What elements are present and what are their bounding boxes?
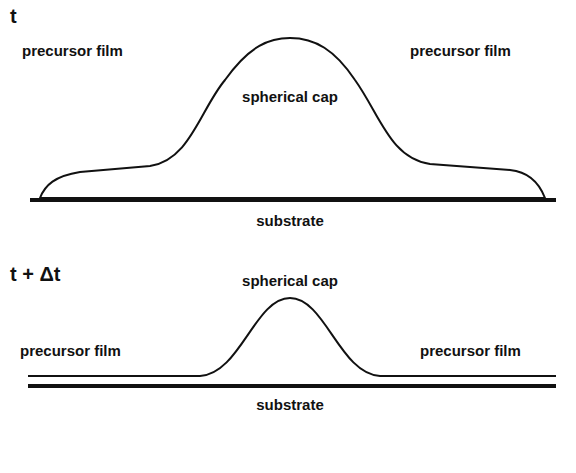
time-label: t + Δt	[10, 262, 61, 286]
region-label: precursor film	[420, 342, 521, 360]
region-label: precursor film	[20, 342, 121, 360]
region-label: substrate	[256, 396, 324, 414]
region-label: precursor film	[22, 42, 123, 60]
region-label: precursor film	[410, 42, 511, 60]
droplet-profile	[28, 298, 556, 376]
time-label: t	[10, 4, 17, 28]
region-label: spherical cap	[242, 88, 338, 106]
region-label: spherical cap	[242, 272, 338, 290]
region-label: substrate	[256, 212, 324, 230]
droplet-profile	[40, 38, 545, 198]
substrate-line	[28, 384, 556, 388]
substrate-line	[30, 198, 556, 202]
